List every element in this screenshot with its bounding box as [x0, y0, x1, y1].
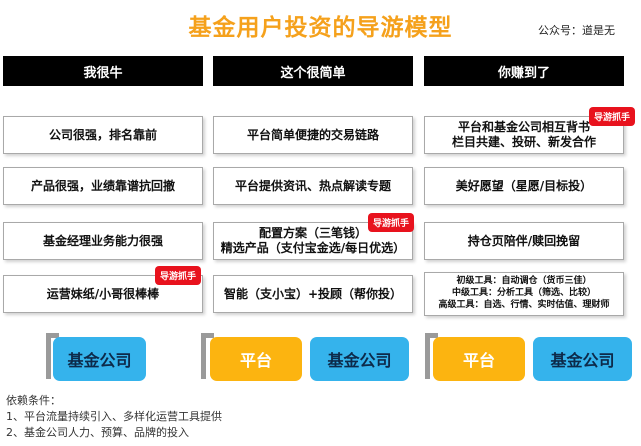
card-text: 美好愿望（星愿/目标投）: [455, 178, 593, 193]
card-text: 栏目共建、投研、新发合作: [451, 135, 596, 149]
bracket-mark: [201, 333, 214, 379]
card-text: 平台简单便捷的交易链路: [246, 127, 379, 142]
bracket-mark: [46, 333, 59, 379]
fund-company-button: 基金公司: [533, 337, 632, 381]
card-news-topics: 平台提供资讯、热点解读专题: [213, 167, 413, 205]
fund-company-button: 基金公司: [53, 337, 146, 381]
card-text: 平台和基金公司相互背书: [457, 120, 590, 134]
card-easy-trade: 平台简单便捷的交易链路: [213, 116, 413, 154]
dependency-item: 2、基金公司人力、预算、品牌的投入: [6, 426, 189, 439]
dependencies-heading: 依赖条件：: [6, 394, 61, 407]
guide-tag: 导游抓手: [368, 213, 415, 232]
card-smart-advisor: 智能（支小宝）+投顾（帮你投）: [213, 275, 413, 313]
fund-company-button: 基金公司: [310, 337, 409, 381]
column-header-1: 我很牛: [3, 56, 203, 86]
card-text: 中级工具：分析工具（筛选、比较）: [451, 288, 596, 299]
card-text: 初级工具：自动调仓（货币三佳）: [456, 276, 592, 287]
card-text: 持仓页陪伴/赎回挽留: [467, 233, 581, 248]
card-text: 智能（支小宝）+投顾（帮你投）: [223, 286, 403, 301]
column-header-2: 这个很简单: [213, 56, 413, 86]
card-tools: 初级工具：自动调仓（货币三佳） 中级工具：分析工具（筛选、比较） 高级工具：自选…: [424, 272, 624, 316]
platform-button: 平台: [433, 337, 525, 381]
card-text: 精选产品（支付宝金选/每日优选）: [220, 241, 406, 255]
account-label: 公众号：道是无: [538, 24, 615, 37]
card-manager-strong: 基金经理业务能力很强: [3, 222, 203, 260]
card-text: 平台提供资讯、热点解读专题: [234, 178, 391, 193]
platform-button: 平台: [210, 337, 302, 381]
page-title: 基金用户投资的导游模型: [188, 15, 453, 41]
card-company-strong: 公司很强，排名靠前: [3, 116, 203, 154]
dependency-item: 1、平台流量持续引入、多样化运营工具提供: [6, 410, 222, 423]
card-text: 公司很强，排名靠前: [48, 127, 157, 142]
column-header-3: 你赚到了: [424, 56, 624, 86]
bracket-mark: [425, 333, 438, 379]
card-text: 基金经理业务能力很强: [42, 233, 163, 248]
card-product-strong: 产品很强，业绩靠谱抗回撤: [3, 167, 203, 205]
guide-tag: 导游抓手: [589, 107, 636, 126]
card-text: 配置方案（三笔钱）: [258, 226, 367, 240]
card-wish-goal: 美好愿望（星愿/目标投）: [424, 167, 624, 205]
dependencies: 依赖条件： 1、平台流量持续引入、多样化运营工具提供 2、基金公司人力、预算、品…: [6, 393, 222, 441]
card-text: 运营妹纸/小哥很棒棒: [46, 286, 160, 301]
card-holding-companion: 持仓页陪伴/赎回挽留: [424, 222, 624, 260]
card-text: 产品很强，业绩靠谱抗回撤: [30, 178, 175, 193]
guide-tag: 导游抓手: [155, 266, 202, 285]
card-text: 高级工具：自选、行情、实时估值、理财师: [438, 299, 610, 310]
